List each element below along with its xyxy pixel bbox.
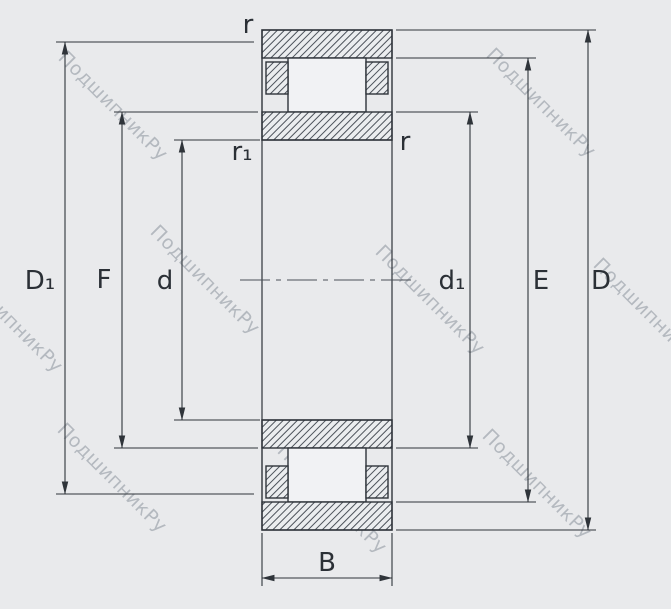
label-D: D (590, 266, 612, 296)
top-section-outline (261, 29, 393, 141)
cage-bottom-right (365, 465, 389, 499)
bottom-section-outline (261, 419, 393, 531)
dimension-D1 (56, 41, 254, 495)
roller-top (287, 57, 367, 113)
cage-bottom-left (265, 465, 289, 499)
dimension-B (261, 533, 393, 586)
label-d1: d₁ (438, 266, 466, 296)
roller-bottom (287, 447, 367, 503)
outer-ring-top (261, 29, 393, 59)
dimension-D (396, 29, 596, 531)
dimension-E (396, 57, 536, 503)
dimension-d1 (396, 111, 478, 449)
label-D1: D₁ (24, 266, 56, 296)
cage-top-left (265, 61, 289, 95)
inner-ring-bottom (261, 419, 393, 449)
label-r-right: r (399, 127, 411, 157)
dimension-lines (56, 29, 596, 586)
bearing-cross-section (261, 29, 393, 531)
label-r1: r₁ (231, 137, 253, 167)
label-F: F (96, 265, 112, 295)
dimension-F (114, 111, 258, 449)
dimension-d (174, 139, 260, 421)
label-r-top: r (242, 10, 254, 40)
outer-ring-bottom (261, 501, 393, 531)
cage-top-right (365, 61, 389, 95)
label-E: E (532, 266, 550, 296)
label-d: d (156, 266, 174, 296)
label-B: B (318, 548, 336, 578)
inner-ring-top (261, 111, 393, 141)
